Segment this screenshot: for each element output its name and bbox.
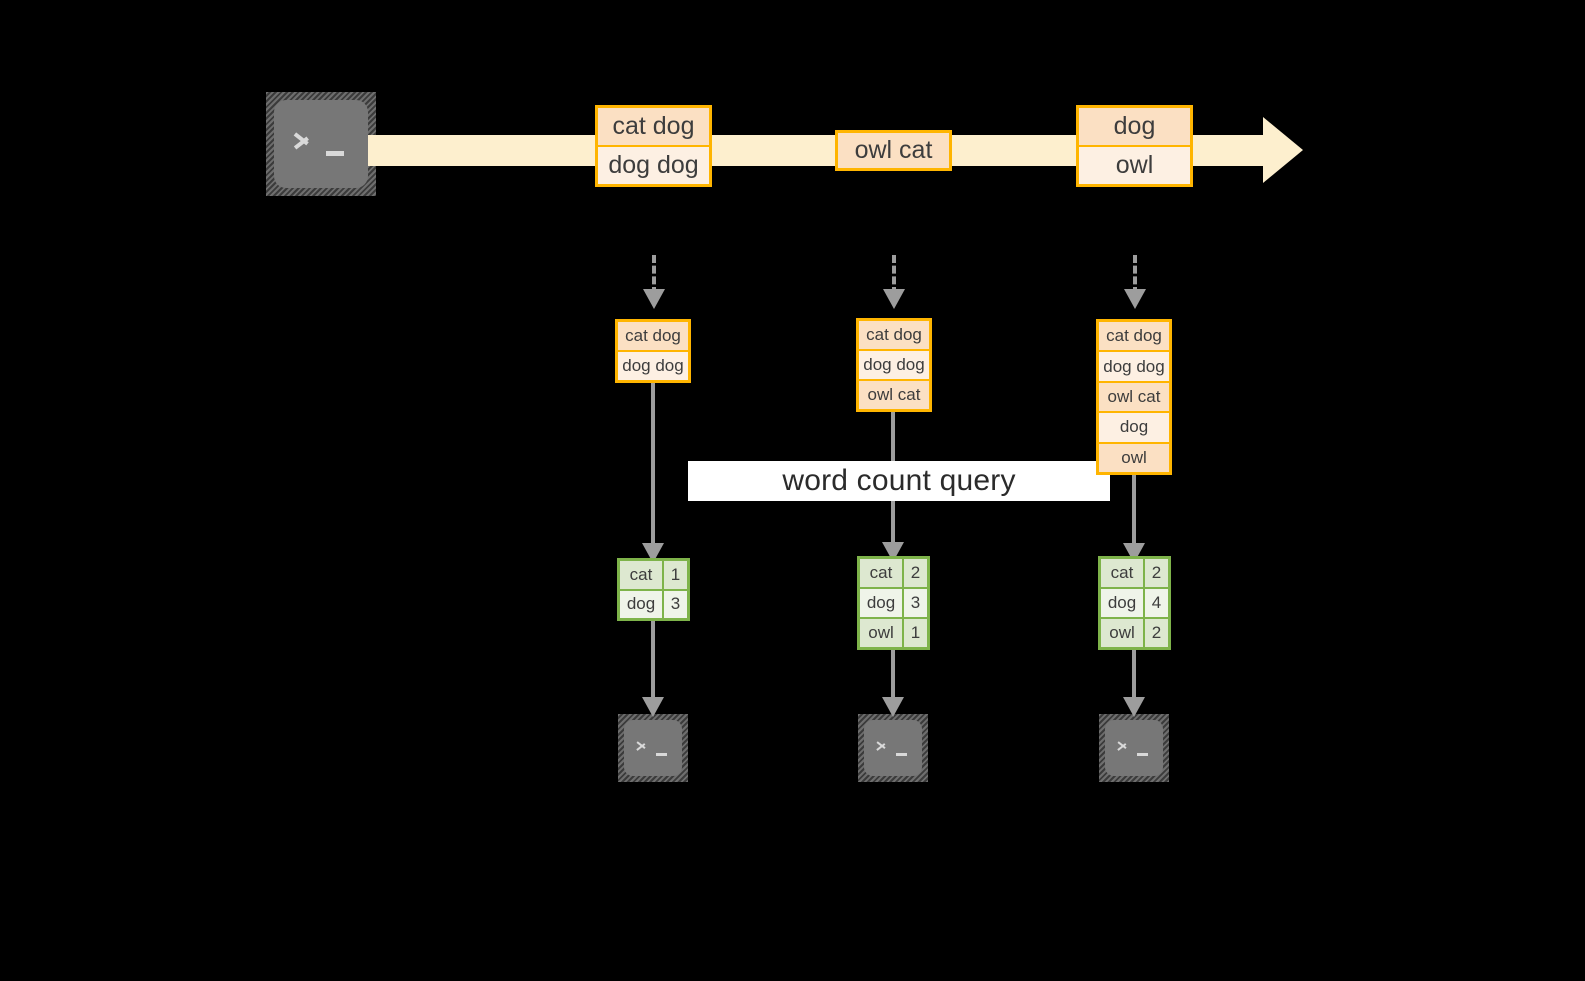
result-table-3-row-1: cat 2 [1101,559,1168,589]
sink-terminal-1-body [624,720,682,776]
input-table-3-row-4: dog [1099,413,1169,444]
stream-batch-3-line-2: owl [1079,147,1190,184]
result-table-2: cat 2 dog 3 owl 1 [857,556,930,650]
input-table-2-row-2: dog dog [859,351,929,381]
result-table-2-row-2: dog 3 [860,589,927,619]
query-banner-label: word count query [782,464,1016,497]
terminal-prompt-glyph [1117,737,1152,759]
sink-terminal-3-icon [1099,714,1169,782]
result-table-2-row-3-count: 1 [904,619,927,647]
result-table-1-row-2-word: dog [620,590,664,618]
result-table-1-row-1: cat 1 [620,561,687,591]
source-terminal-body [274,100,368,188]
result-table-2-row-2-count: 3 [904,589,927,617]
result-table-1-row-1-word: cat [620,561,664,589]
input-table-3: cat dog dog dog owl cat dog owl [1096,319,1172,475]
sink-terminal-1-icon [618,714,688,782]
sink-terminal-2-icon [858,714,928,782]
result-table-3-row-2: dog 4 [1101,589,1168,619]
input-table-3-row-2: dog dog [1099,352,1169,383]
stream-batch-1-line-2: dog dog [598,147,709,184]
input-table-2-row-1: cat dog [859,321,929,351]
result-table-2-row-3-word: owl [860,619,904,647]
result-table-3-row-3: owl 2 [1101,619,1168,647]
source-terminal-icon [266,92,376,196]
stream-batch-1-line-1: cat dog [598,108,709,147]
input-table-2: cat dog dog dog owl cat [856,318,932,412]
input-table-3-row-3: owl cat [1099,382,1169,414]
stream-batch-2-line-1: owl cat [838,133,949,168]
result-table-3-row-3-word: owl [1101,619,1145,647]
input-table-1-row-1: cat dog [618,322,688,352]
result-table-2-row-1: cat 2 [860,559,927,589]
stream-batch-3-line-1: dog [1079,108,1190,147]
terminal-prompt-glyph [636,737,671,759]
result-table-2-row-2-word: dog [860,589,904,617]
result-table-1-row-1-count: 1 [664,561,687,589]
event-stream-arrowhead [1263,117,1303,183]
sink-terminal-3-body [1105,720,1163,776]
result-table-3-row-1-count: 2 [1145,559,1168,587]
result-table-3-row-1-word: cat [1101,559,1145,587]
sink-terminal-2-body [864,720,922,776]
stream-batch-3: dog owl [1076,105,1193,187]
query-banner: word count query [688,461,1110,501]
input-table-1-row-2: dog dog [618,352,688,380]
result-table-3: cat 2 dog 4 owl 2 [1098,556,1171,650]
result-table-2-row-1-word: cat [860,559,904,587]
stream-batch-2: owl cat [835,130,952,171]
result-table-1-row-2-count: 3 [664,590,687,618]
result-table-3-row-2-word: dog [1101,589,1145,617]
input-table-3-row-1: cat dog [1099,322,1169,353]
stream-batch-1: cat dog dog dog [595,105,712,187]
input-table-1: cat dog dog dog [615,319,691,383]
result-table-2-row-3: owl 1 [860,619,927,647]
input-table-3-row-5: owl [1099,443,1169,473]
result-table-3-row-3-count: 2 [1145,619,1168,647]
terminal-prompt-glyph [876,737,911,759]
terminal-prompt-glyph [293,126,349,161]
result-table-3-row-2-count: 4 [1145,589,1168,617]
input-table-2-row-3: owl cat [859,381,929,409]
result-table-1-row-2: dog 3 [620,590,687,618]
result-table-2-row-1-count: 2 [904,559,927,587]
result-table-1: cat 1 dog 3 [617,558,690,621]
